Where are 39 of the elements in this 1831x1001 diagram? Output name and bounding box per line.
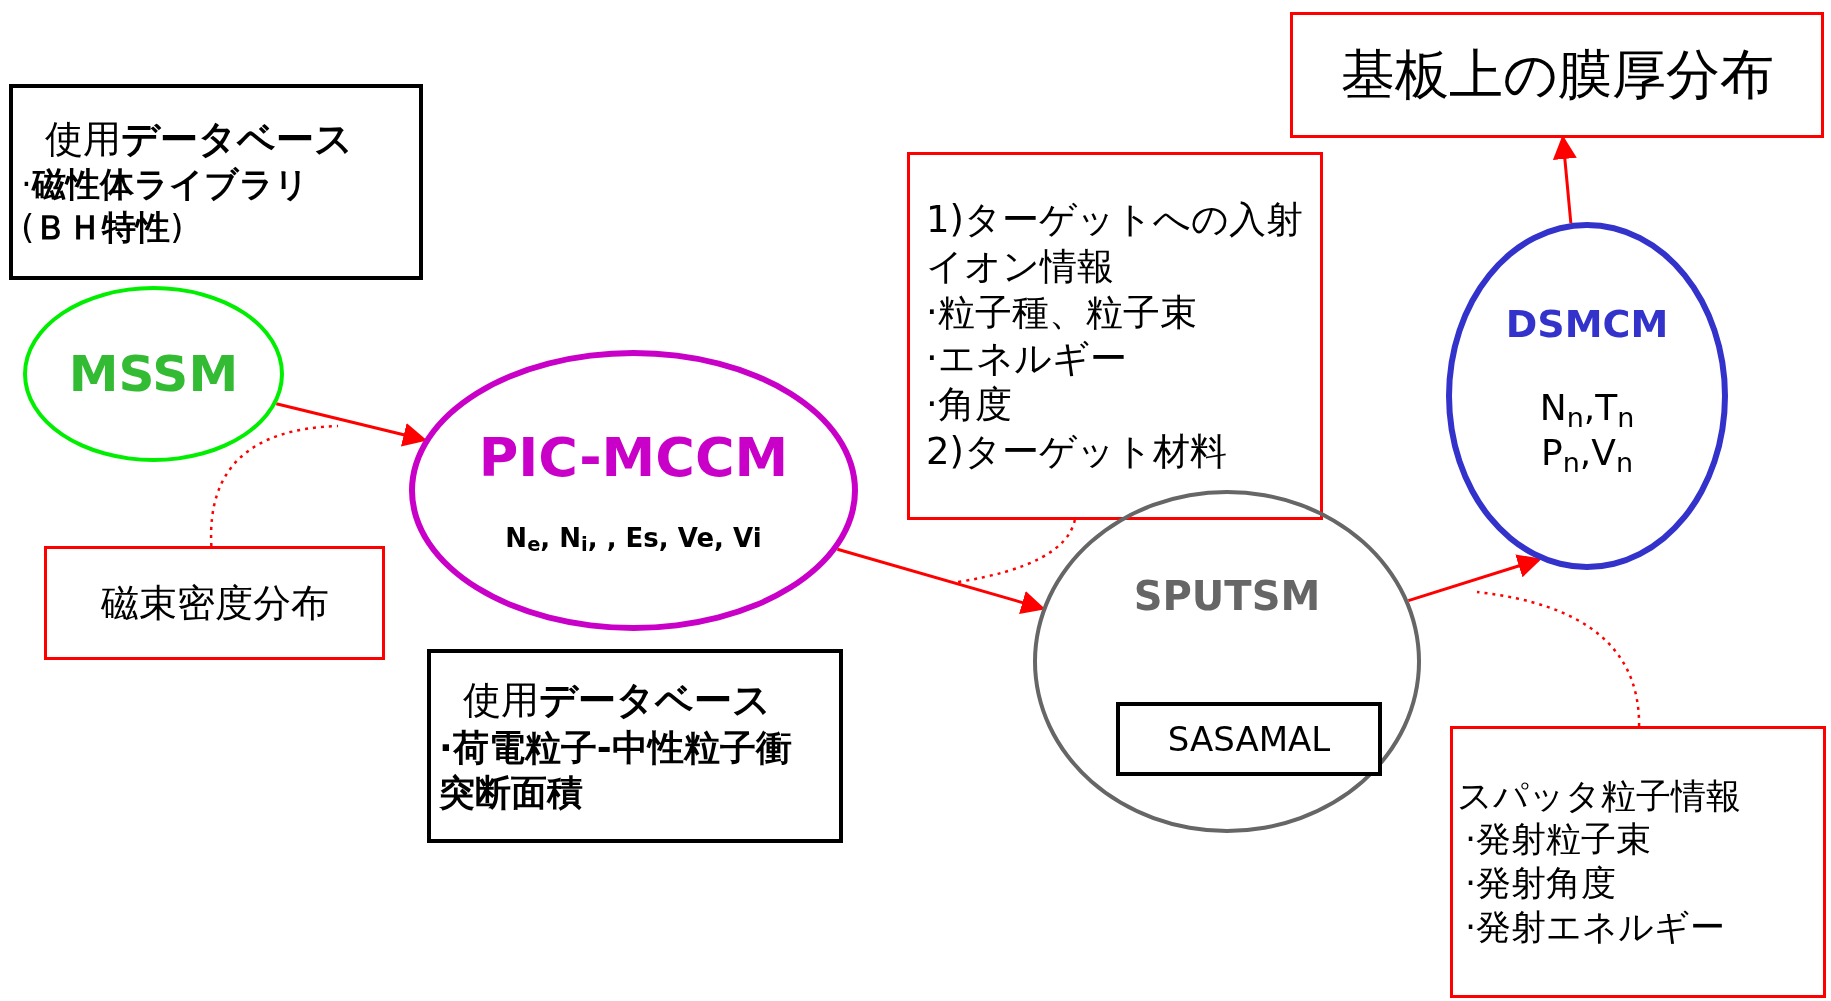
leader-line: [957, 519, 1077, 584]
arrow: [1407, 554, 1542, 603]
arrow: [837, 547, 1046, 615]
info-box: [9, 84, 423, 280]
node-title: SASAMAL: [1167, 717, 1331, 761]
node-title: MSSM: [68, 343, 239, 405]
node-text: N$_{e}$, N$_{i}$, , Es, Ve, Vi: [505, 524, 762, 551]
node-title: DSMCM: [1505, 301, 1669, 348]
node-title: スパッタ粒子情報: [1457, 774, 1742, 818]
process-ellipse: [23, 286, 284, 462]
info-box: [1290, 12, 1824, 138]
node-text: ·発射エネルギー: [1464, 905, 1727, 949]
node-title: 1)ターゲットへの入射イオン情報: [926, 197, 1304, 290]
node-text: ·角度: [926, 382, 1013, 429]
process-ellipse: [409, 350, 858, 631]
node-text: ·発射角度: [1464, 862, 1618, 905]
node-title: 基板上の膜厚分布: [1340, 42, 1774, 109]
info-box: [1450, 726, 1826, 998]
node-text: 2)ターゲット材料: [926, 428, 1228, 475]
node-title: 磁束密度分布: [100, 579, 329, 627]
node-text: ·磁性体ライブラリ(ＢＨ特性): [21, 163, 310, 249]
node-title: 使用データベース: [44, 115, 354, 163]
node-text: P$_{n}$,V$_{n}$: [1540, 431, 1633, 475]
node-title: PIC-MCCM: [478, 430, 789, 485]
node-text: ·荷電粒子-中性粒子衝突断面積: [439, 725, 793, 815]
node-text: ·エネルギー: [926, 336, 1128, 382]
info-box: [427, 649, 843, 843]
leader-line: [1476, 590, 1641, 727]
node-text: ·粒子種、粒子束: [926, 289, 1198, 336]
info-box: [907, 152, 1323, 520]
node-title: SPUTSM: [1133, 572, 1321, 621]
node-title: 使用データベース: [462, 677, 772, 725]
leader-line: [210, 424, 339, 546]
node-text: ·発射粒子束: [1464, 818, 1653, 862]
process-ellipse: [1446, 222, 1728, 570]
node-text: N$_{n}$,T$_{n}$: [1539, 386, 1635, 430]
info-box: [1116, 702, 1382, 776]
info-box: [44, 546, 385, 660]
process-ellipse: [1033, 490, 1421, 833]
